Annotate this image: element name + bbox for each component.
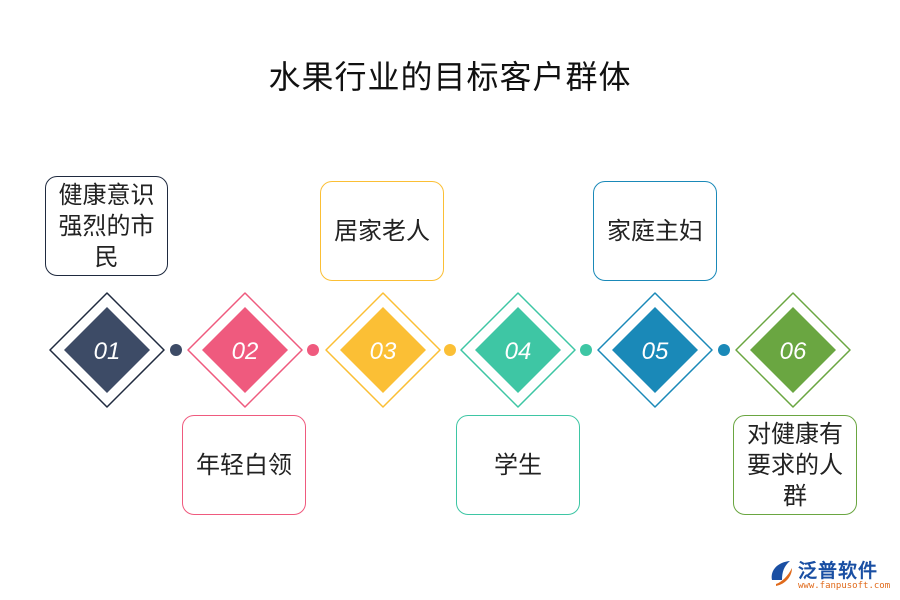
step-connector-dot <box>307 344 319 356</box>
step-5-diamond: 05 <box>597 292 713 408</box>
step-connector-dot <box>170 344 182 356</box>
step-1-label-box: 健康意识强烈的市民 <box>45 176 168 276</box>
step-3-inner-diamond <box>340 307 426 393</box>
step-connector-dot <box>718 344 730 356</box>
step-6-number: 06 <box>780 338 807 365</box>
step-2-inner-diamond <box>202 307 288 393</box>
step-5-label: 家庭主妇 <box>607 216 703 245</box>
step-2-label: 年轻白领 <box>196 450 292 479</box>
step-5-label-box: 家庭主妇 <box>593 181 717 281</box>
step-6-inner-diamond <box>750 307 836 393</box>
step-2-label-box: 年轻白领 <box>182 415 306 515</box>
step-5-inner-diamond <box>612 307 698 393</box>
step-1-number: 01 <box>94 338 121 365</box>
step-1-diamond: 01 <box>49 292 165 408</box>
step-6-outer-diamond <box>735 292 851 408</box>
step-6-diamond: 06 <box>735 292 851 408</box>
step-1-label: 健康意识强烈的市民 <box>58 180 155 271</box>
step-1-inner-diamond <box>64 307 150 393</box>
step-3-label: 居家老人 <box>334 216 430 245</box>
step-2-number: 02 <box>232 338 259 365</box>
watermark-url: www.fanpusoft.com <box>798 581 891 591</box>
step-4-diamond: 04 <box>460 292 576 408</box>
step-2-outer-diamond <box>187 292 303 408</box>
step-4-label: 学生 <box>494 450 542 479</box>
step-3-label-box: 居家老人 <box>320 181 444 281</box>
step-1-outer-diamond <box>49 292 165 408</box>
step-4-inner-diamond <box>475 307 561 393</box>
step-4-number: 04 <box>505 338 532 365</box>
watermark-name: 泛普软件 <box>798 560 879 582</box>
step-4-outer-diamond <box>460 292 576 408</box>
step-3-outer-diamond <box>325 292 441 408</box>
brand-watermark: 泛普软件 www.fanpusoft.com <box>768 556 896 596</box>
step-3-number: 03 <box>370 338 397 365</box>
step-6-label: 对健康有要求的人群 <box>747 419 843 510</box>
step-3-diamond: 03 <box>325 292 441 408</box>
step-5-outer-diamond <box>597 292 713 408</box>
step-connector-dot <box>444 344 456 356</box>
page-title: 水果行业的目标客户群体 <box>268 58 632 96</box>
step-5-number: 05 <box>642 338 669 365</box>
step-2-diamond: 02 <box>187 292 303 408</box>
fanpu-logo-icon <box>771 561 792 586</box>
step-4-label-box: 学生 <box>456 415 580 515</box>
step-connector-dot <box>580 344 592 356</box>
step-6-label-box: 对健康有要求的人群 <box>733 415 857 515</box>
